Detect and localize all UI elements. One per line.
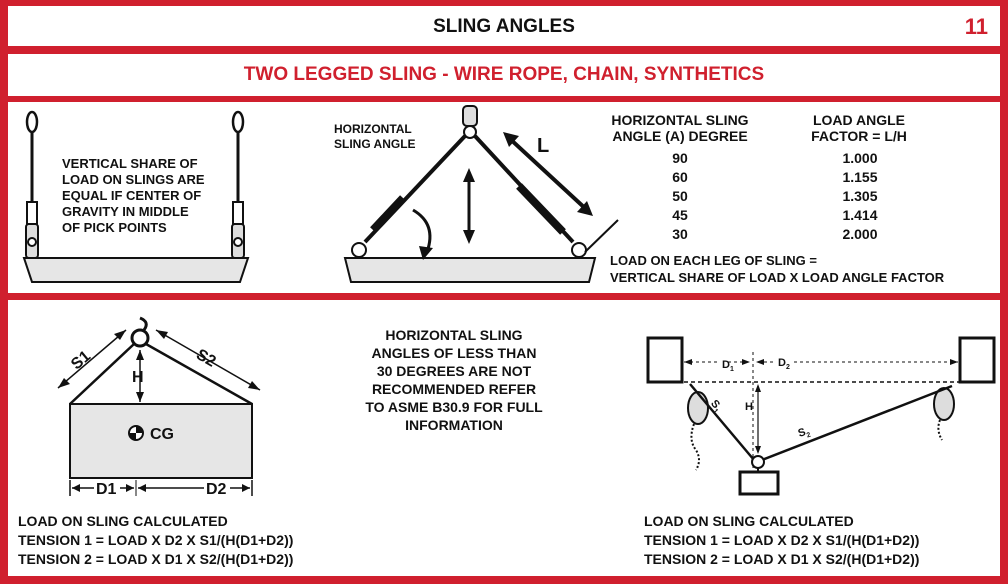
s2-label: S2 [193, 346, 219, 371]
table-cell-angle: 30 [672, 226, 688, 242]
svg-text:S1: S1 [707, 398, 725, 416]
d1-label: D1 [96, 481, 117, 498]
formula-left: LOAD ON SLING CALCULATED TENSION 1 = LOA… [18, 513, 294, 567]
page-number: 11 [964, 14, 988, 39]
table-cell-factor: 1.305 [842, 188, 878, 204]
header-bar: SLING ANGLES 11 [8, 6, 1000, 46]
s2-label: S [797, 426, 808, 440]
d1-label: D [722, 359, 730, 371]
h-label: H [745, 401, 753, 413]
svg-text:D1: D1 [722, 359, 734, 373]
l-label: L [537, 135, 549, 157]
d2-label: D [778, 357, 786, 369]
svg-text:D2: D2 [778, 357, 790, 371]
subtitle: TWO LEGGED SLING - WIRE ROPE, CHAIN, SYN… [243, 64, 765, 85]
formula-right: LOAD ON SLING CALCULATED TENSION 1 = LOA… [644, 513, 920, 567]
load-each-leg-note: LOAD ON EACH LEG OF SLING = VERTICAL SHA… [610, 253, 945, 285]
table-cell-factor: 1.155 [842, 169, 878, 185]
table-cell-factor: 1.000 [842, 150, 878, 166]
offset-sling-diagram: D1 D2 H S1 S2 [646, 336, 996, 496]
table-cell-angle: 50 [672, 188, 688, 204]
angled-sling-diagram: L [343, 105, 619, 283]
vertical-share-note: VERTICAL SHARE OF LOAD ON SLINGS ARE EQU… [62, 156, 205, 235]
table-cell-factor: 2.000 [842, 226, 878, 242]
h-label: H [132, 369, 144, 386]
page-title: SLING ANGLES [433, 16, 575, 37]
table-cell-angle: 60 [672, 169, 688, 185]
angle-column-header: HORIZONTAL SLING ANGLE (A) DEGREE [611, 112, 749, 144]
d2-label: D2 [206, 481, 227, 498]
cg-label: CG [150, 426, 174, 443]
factor-column-header: LOAD ANGLE FACTOR = L/H [811, 112, 907, 144]
vertical-sling-diagram [22, 110, 250, 283]
s1-label: S1 [68, 348, 94, 374]
subtitle-bar: TWO LEGGED SLING - WIRE ROPE, CHAIN, SYN… [8, 54, 1000, 96]
cg-sling-diagram: S1 S2 H CG D1 D2 [57, 316, 261, 498]
table-cell-angle: 45 [672, 207, 688, 223]
table-cell-angle: 90 [672, 150, 688, 166]
bottom-panel: S1 S2 H CG D1 D2 HORIZONTAL SLING ANGLES… [8, 300, 1000, 576]
table-cell-factor: 1.414 [842, 207, 878, 223]
top-panel: VERTICAL SHARE OF LOAD ON SLINGS ARE EQU… [8, 102, 1000, 293]
svg-text:S2: S2 [797, 425, 812, 442]
horizontal-sling-angle-label: HORIZONTAL SLING ANGLE [334, 122, 416, 151]
recommendation-note: HORIZONTAL SLING ANGLES OF LESS THAN 30 … [365, 327, 543, 433]
